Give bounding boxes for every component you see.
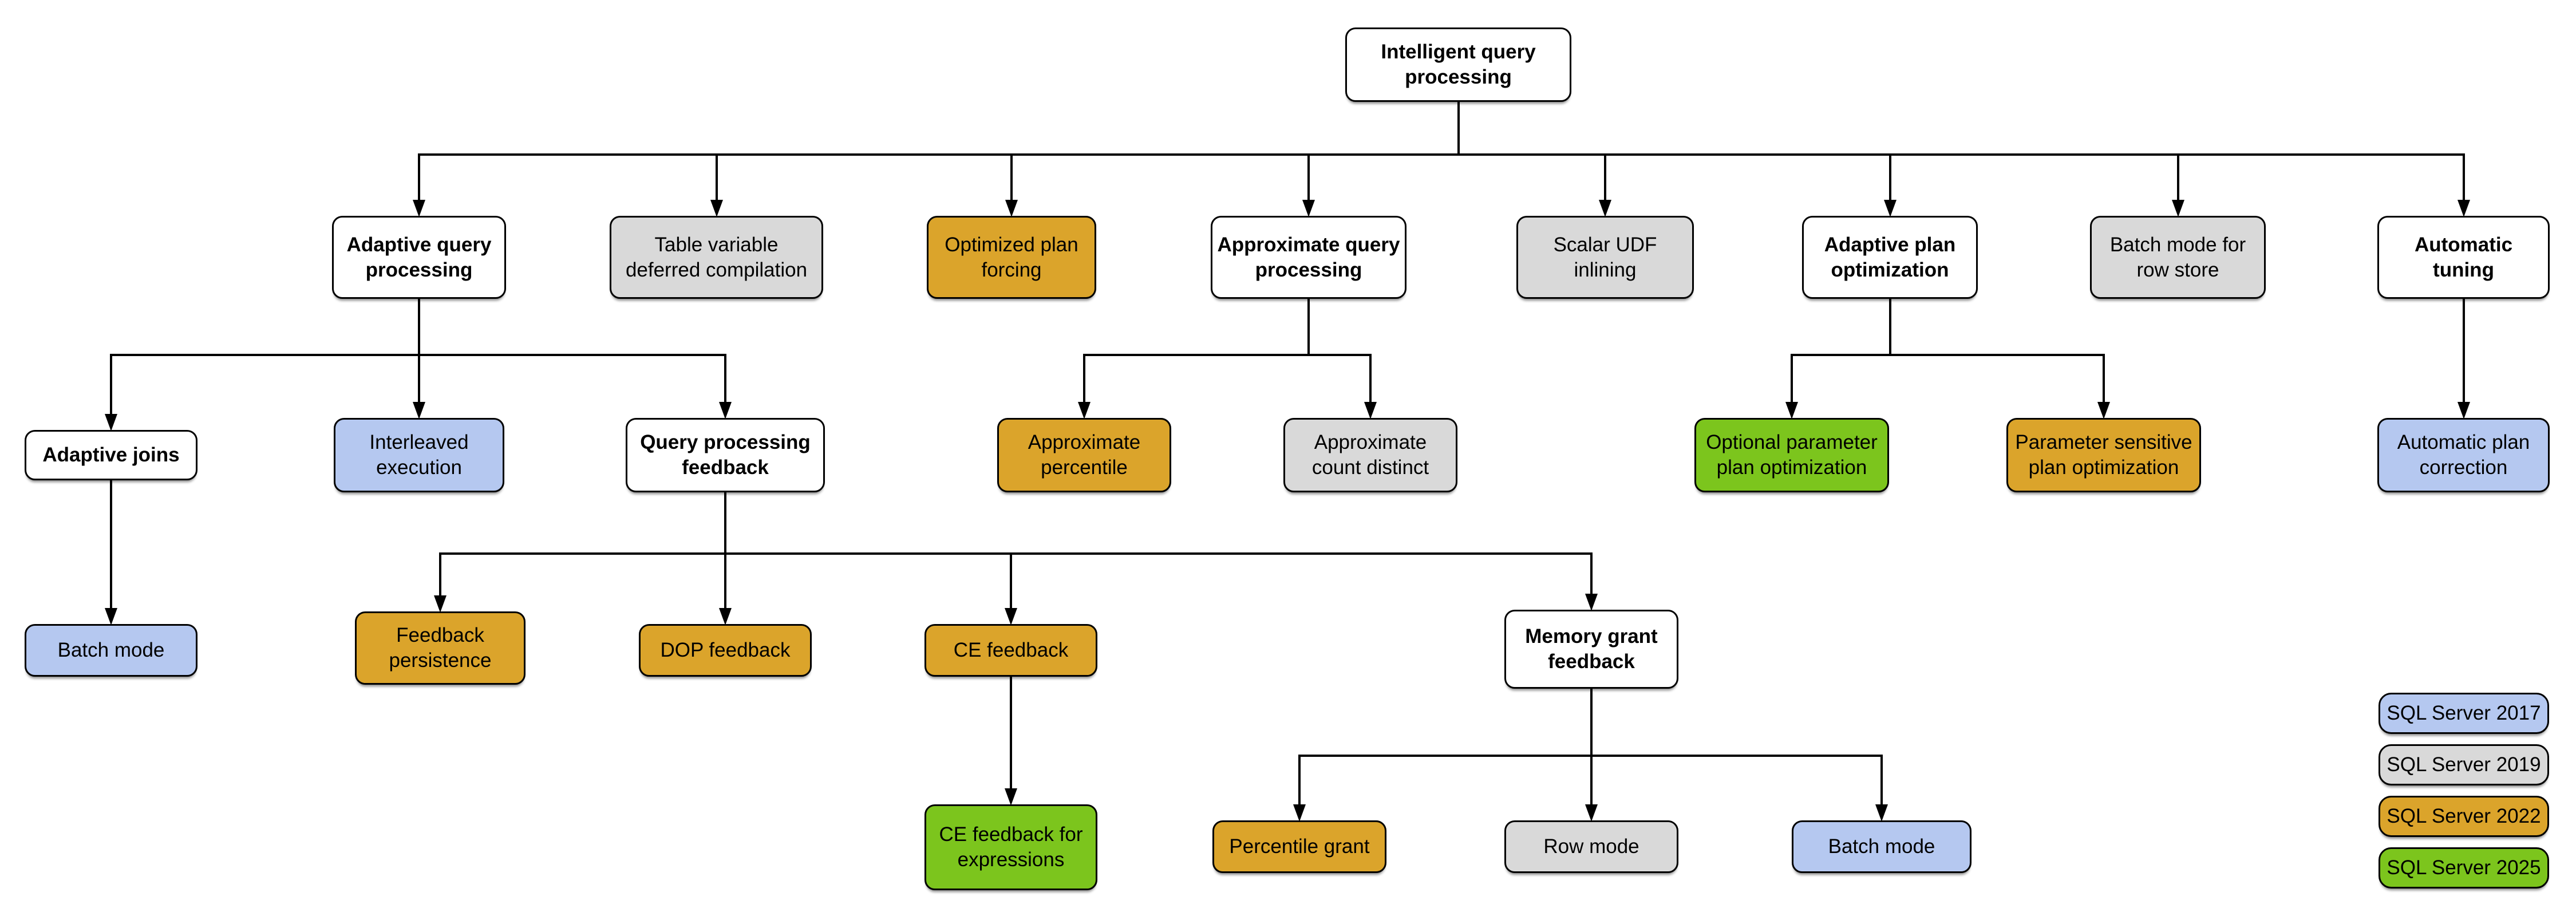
node-interleaved-execution: Interleaved execution — [334, 418, 504, 492]
legend-item-sql-server-2019: SQL Server 2019 — [2379, 744, 2549, 785]
connector-line — [110, 355, 112, 416]
connector-line — [2462, 299, 2465, 404]
connector-line — [1369, 355, 1372, 404]
node-row-mode: Row mode — [1504, 820, 1678, 873]
node-approximate-count-distinct: Approximate count distinct — [1283, 418, 1457, 492]
node-approximate-query-processing: Approximate query processing — [1211, 216, 1406, 299]
node-intelligent-query-processing: Intelligent query processing — [1345, 27, 1571, 102]
connector-line — [1298, 756, 1301, 807]
legend-item-sql-server-2025: SQL Server 2025 — [2379, 847, 2549, 889]
arrow-down-icon — [1875, 804, 1888, 822]
arrow-down-icon — [413, 402, 425, 419]
connector-line — [110, 480, 112, 610]
connector-line — [2176, 155, 2179, 202]
node-table-variable-deferred-compilation: Table variable deferred compilation — [610, 216, 823, 299]
node-adaptive-query-processing: Adaptive query processing — [332, 216, 506, 299]
connector-line — [1604, 155, 1606, 202]
node-batch-mode-memory-grant: Batch mode — [1792, 820, 1971, 873]
arrow-down-icon — [2097, 402, 2110, 419]
arrow-down-icon — [1599, 200, 1611, 217]
connector-line — [1791, 355, 1793, 404]
arrow-down-icon — [1883, 200, 1897, 217]
arrow-down-icon — [1585, 804, 1598, 822]
legend-item-sql-server-2022: SQL Server 2022 — [2379, 796, 2549, 837]
connector-line — [2462, 155, 2465, 202]
arrow-down-icon — [1302, 200, 1315, 217]
connector-line — [439, 552, 1593, 555]
connector-line — [1590, 689, 1593, 756]
node-parameter-sensitive-plan-optimization: Parameter sensitive plan optimization — [2006, 418, 2201, 492]
node-adaptive-plan-optimization: Adaptive plan optimization — [1802, 216, 1978, 299]
connector-line — [418, 153, 2465, 156]
node-scalar-udf-inlining: Scalar UDF inlining — [1516, 216, 1694, 299]
arrow-down-icon — [2171, 200, 2184, 217]
connector-line — [1307, 299, 1310, 355]
arrow-down-icon — [1078, 402, 1091, 419]
node-automatic-plan-correction: Automatic plan correction — [2377, 418, 2550, 492]
arrow-down-icon — [2457, 200, 2470, 217]
arrow-down-icon — [1005, 608, 1017, 625]
node-dop-feedback: DOP feedback — [639, 624, 812, 677]
arrow-down-icon — [105, 608, 117, 625]
arrow-down-icon — [105, 414, 117, 431]
connector-line — [418, 299, 420, 355]
arrow-down-icon — [2457, 402, 2470, 419]
connector-line — [1590, 554, 1593, 596]
arrow-down-icon — [1005, 788, 1017, 806]
node-optimized-plan-forcing: Optimized plan forcing — [927, 216, 1096, 299]
arrow-down-icon — [413, 200, 425, 217]
connector-line — [724, 554, 726, 610]
arrow-down-icon — [1005, 200, 1018, 217]
node-batch-mode-adaptive-joins: Batch mode — [25, 624, 197, 677]
arrow-down-icon — [710, 200, 723, 217]
node-approximate-percentile: Approximate percentile — [997, 418, 1171, 492]
connector-line — [1010, 155, 1013, 202]
connector-line — [1457, 102, 1460, 155]
connector-line — [418, 355, 420, 404]
node-query-processing-feedback: Query processing feedback — [626, 418, 825, 492]
connector-line — [418, 155, 420, 202]
node-adaptive-joins: Adaptive joins — [25, 430, 197, 480]
node-percentile-grant: Percentile grant — [1212, 820, 1386, 873]
node-memory-grant-feedback: Memory grant feedback — [1504, 610, 1678, 689]
arrow-down-icon — [1293, 804, 1306, 822]
connector-line — [1083, 354, 1372, 356]
connector-line — [1880, 756, 1883, 807]
node-automatic-tuning: Automatic tuning — [2377, 216, 2550, 299]
node-optional-parameter-plan-optimization: Optional parameter plan optimization — [1694, 418, 1889, 492]
arrow-down-icon — [1364, 402, 1377, 419]
connector-line — [1010, 554, 1012, 610]
arrow-down-icon — [1585, 594, 1598, 611]
arrow-down-icon — [434, 595, 447, 613]
arrow-down-icon — [719, 608, 732, 625]
connector-line — [1083, 355, 1085, 404]
legend-item-sql-server-2017: SQL Server 2017 — [2379, 693, 2549, 734]
node-feedback-persistence: Feedback persistence — [355, 611, 526, 685]
arrow-down-icon — [719, 402, 732, 419]
connector-line — [1791, 354, 2105, 356]
connector-line — [1888, 299, 1891, 355]
connector-line — [1590, 756, 1593, 807]
connector-line — [439, 554, 441, 598]
node-batch-mode-for-row-store: Batch mode for row store — [2090, 216, 2266, 299]
node-ce-feedback: CE feedback — [924, 624, 1097, 677]
connector-line — [724, 355, 726, 404]
connector-line — [724, 492, 726, 554]
connector-line — [1888, 155, 1891, 202]
connector-line — [2103, 355, 2105, 404]
connector-line — [1307, 155, 1310, 202]
connector-line — [715, 155, 718, 202]
node-ce-feedback-for-expressions: CE feedback for expressions — [924, 804, 1097, 890]
arrow-down-icon — [1785, 402, 1798, 419]
connector-line — [1010, 677, 1012, 791]
